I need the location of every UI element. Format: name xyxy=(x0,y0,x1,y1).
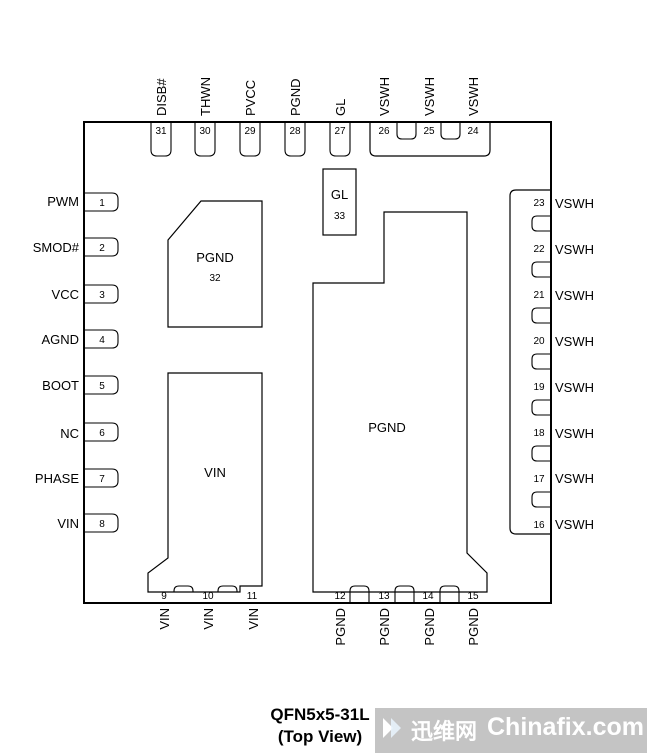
pin-27-name: GL xyxy=(333,99,348,116)
package-caption-subtitle: (Top View) xyxy=(277,727,363,746)
pin-26-number: 26 xyxy=(378,126,390,137)
pin-9-name: VIN xyxy=(157,608,172,630)
pin-10-name: VIN xyxy=(201,608,216,630)
pin-13-name: PGND xyxy=(377,608,392,646)
vswh-right-pad-outline xyxy=(509,189,551,535)
pin-11-number: 11 xyxy=(247,591,258,602)
bottom-pin-notches xyxy=(173,585,460,603)
pin-18-number: 18 xyxy=(533,428,545,439)
pin-17-name: VSWH xyxy=(555,471,594,486)
pin-23-number: 23 xyxy=(533,198,545,209)
pin-11-name: VIN xyxy=(246,608,261,630)
pin-31-number: 31 xyxy=(155,126,167,137)
package-caption-title: QFN5x5-31L xyxy=(270,705,370,724)
pin-22-number: 22 xyxy=(533,244,545,255)
pin-16-number: 16 xyxy=(533,520,545,531)
pin-6-name: NC xyxy=(60,426,79,441)
pin-28-number: 28 xyxy=(289,126,301,137)
pin-1-number: 1 xyxy=(99,198,105,209)
pin-19-name: VSWH xyxy=(555,380,594,395)
pgnd-pad-32 xyxy=(167,200,263,328)
vin-pad xyxy=(147,372,263,593)
pin-29-number: 29 xyxy=(244,126,256,137)
pin-9-number: 9 xyxy=(161,591,167,602)
pgnd-large-pad xyxy=(312,211,488,593)
pgnd-pad-32-name: PGND xyxy=(196,250,234,265)
pin-14-name: PGND xyxy=(422,608,437,646)
pin-2-number: 2 xyxy=(99,243,105,254)
pin-3-number: 3 xyxy=(99,290,105,301)
pin-4-name: AGND xyxy=(41,332,79,347)
gl-pad xyxy=(322,168,357,236)
pin-28-name: PGND xyxy=(288,78,303,116)
pin-3-name: VCC xyxy=(52,287,79,302)
top-pin-tabs xyxy=(150,122,351,157)
pin-15-name: PGND xyxy=(466,608,481,646)
pin-22-name: VSWH xyxy=(555,242,594,257)
pin-23-name: VSWH xyxy=(555,196,594,211)
gl-pad-name: GL xyxy=(331,187,348,202)
watermark-cn-text: 迅维网 xyxy=(411,720,478,745)
vswh-top-pad-outline xyxy=(369,122,491,157)
pin-5-number: 5 xyxy=(99,381,105,392)
vswh-right-notches xyxy=(531,215,551,508)
pin-15-number: 15 xyxy=(467,591,479,602)
pgnd-large-pad-name: PGND xyxy=(368,420,406,435)
pin-16-name: VSWH xyxy=(555,517,594,532)
vin-pad-name: VIN xyxy=(204,465,226,480)
watermark-logo-icon xyxy=(383,718,401,738)
pin-5-name: BOOT xyxy=(42,378,79,393)
pin-25-name: VSWH xyxy=(422,77,437,116)
vswh-top-notches xyxy=(396,122,461,140)
watermark-site-text: Chinafix.com xyxy=(487,713,644,741)
pin-18-name: VSWH xyxy=(555,426,594,441)
pin-26-name: VSWH xyxy=(377,77,392,116)
pin-17-number: 17 xyxy=(533,474,545,485)
pin-2-name: SMOD# xyxy=(33,240,80,255)
pin-20-number: 20 xyxy=(533,336,545,347)
pin-6-number: 6 xyxy=(99,428,105,439)
package-outline xyxy=(83,121,552,604)
watermark-banner: 迅维网 Chinafix.com xyxy=(375,708,647,753)
pin-29-name: PVCC xyxy=(243,80,258,116)
pin-24-number: 24 xyxy=(467,126,479,137)
pin-7-name: PHASE xyxy=(35,471,79,486)
gl-pad-number: 33 xyxy=(334,211,346,222)
pgnd-pad-32-number: 32 xyxy=(209,273,221,284)
pin-4-number: 4 xyxy=(99,335,105,346)
pin-13-number: 13 xyxy=(378,591,390,602)
pin-21-name: VSWH xyxy=(555,288,594,303)
pin-30-number: 30 xyxy=(199,126,211,137)
pin-25-number: 25 xyxy=(423,126,435,137)
pin-27-number: 27 xyxy=(334,126,346,137)
pin-14-number: 14 xyxy=(422,591,434,602)
pin-1-name: PWM xyxy=(47,194,79,209)
pin-31-name: DISB# xyxy=(154,78,169,116)
pin-8-number: 8 xyxy=(99,519,105,530)
left-pin-tabs xyxy=(84,192,119,533)
pin-12-name: PGND xyxy=(333,608,348,646)
pin-19-number: 19 xyxy=(533,382,545,393)
pin-10-number: 10 xyxy=(202,591,214,602)
pin-20-name: VSWH xyxy=(555,334,594,349)
pin-7-number: 7 xyxy=(99,474,105,485)
pin-8-name: VIN xyxy=(57,516,79,531)
pin-30-name: THWN xyxy=(198,77,213,116)
pin-12-number: 12 xyxy=(334,591,346,602)
pin-21-number: 21 xyxy=(533,290,545,301)
pin-24-name: VSWH xyxy=(466,77,481,116)
